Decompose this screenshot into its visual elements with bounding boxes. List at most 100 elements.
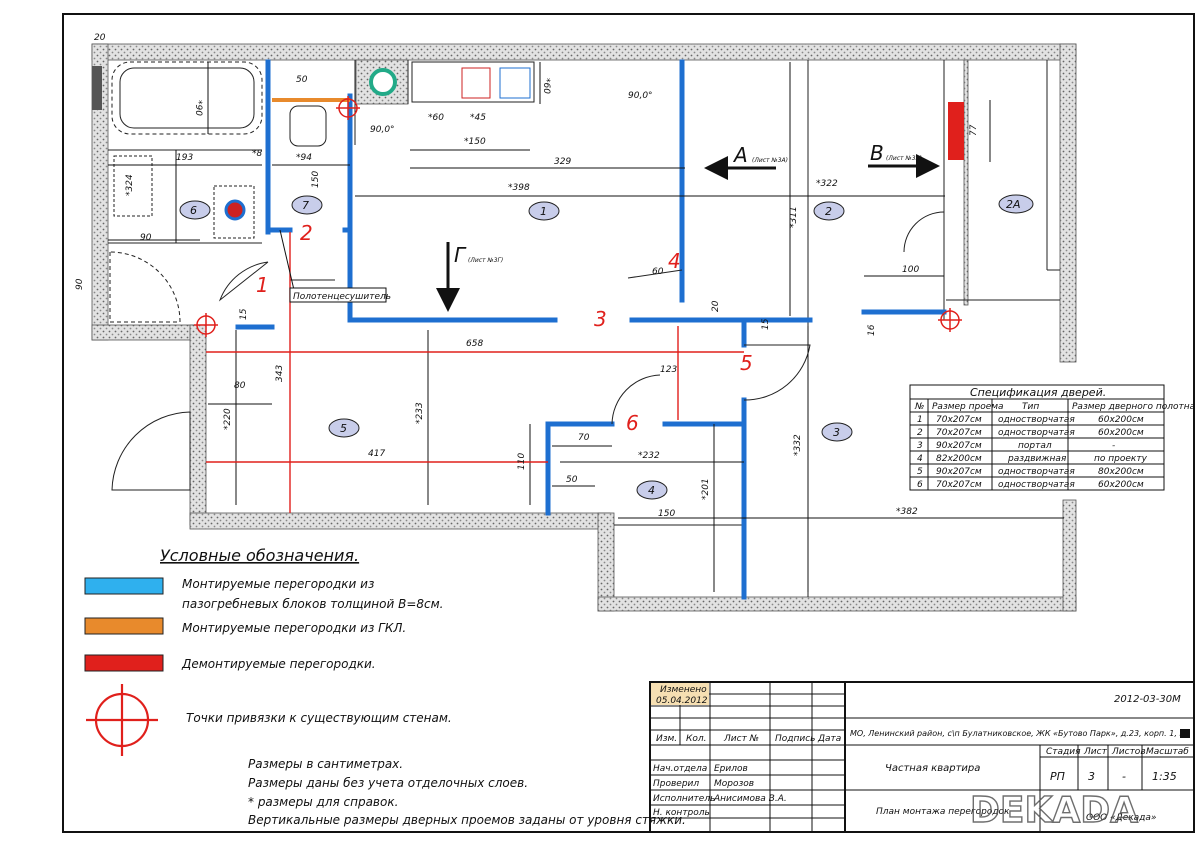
door-2-label: 2 [300,221,313,245]
door-4-label: 4 [668,249,681,273]
role-4: Н. контроль [653,808,710,818]
role-2-name: Морозов [714,779,754,789]
spec-h-size: Размер проема [932,402,1004,412]
title-block [649,681,1195,833]
dim-658: 658 [466,339,483,349]
dim-60a: *60 [428,113,444,123]
door-6-label: 6 [626,411,639,435]
toilet [289,105,327,147]
spec-r3-3: - [1112,441,1115,451]
dim-45: *45 [470,113,486,123]
changed-date: 05.04.2012 [656,696,708,706]
sink-bath [113,155,153,217]
section-b-sub: (Лист №3Б) [886,155,922,162]
yin-yang-icon [224,199,246,221]
spec-r6-0: 6 [917,480,923,490]
dim-15: 15 [239,308,249,320]
address-redaction [1180,729,1190,738]
role-1-name: Ерилов [714,764,748,774]
dim-50a: 50 [296,75,308,85]
spec-r3-2: портал [1018,441,1052,451]
address: МО, Ленинский район, с\п Булатниковское,… [850,729,1189,738]
door-1-label: 1 [256,273,269,297]
dim-343: 343 [275,365,285,382]
dim-382: *382 [896,507,918,517]
drawing-code: 2012-03-30М [1114,694,1181,705]
sheet-frame [62,13,1195,833]
legend-points-text: Точки привязки к существующим стенам. [186,711,452,725]
dim-16: 16 [867,324,877,336]
section-g-label: Г [454,243,467,267]
stage-header: Стадия [1046,747,1081,757]
role-3-name: Анисимова В.А. [713,794,787,804]
spec-r5-0: 5 [917,467,923,477]
col-date: Дата [817,734,841,744]
col-list: Лист № [723,734,759,744]
role-1: Нач.отдела [653,764,707,774]
dim-50b: 50 [566,475,578,485]
dim-201: *201 [701,478,711,500]
dim-94: *94 [296,153,312,163]
spec-r6-2: одностворчатая [998,480,1075,490]
dim-20: 20 [94,33,106,43]
legend-orange-text: Монтируемые перегородки из ГКЛ. [182,621,406,635]
legend-anchor-symbol [86,684,158,756]
room-3-number: 3 [833,426,840,439]
dim-232: *232 [638,451,660,461]
door-spec-table [909,384,1165,491]
spec-r2-2: одностворчатая [998,428,1075,438]
role-3: Исполнитель [653,794,715,804]
dim-90a: *90 [193,100,203,116]
list-value: 3 [1088,770,1095,783]
radiator-bath [92,66,102,110]
spec-r6-3: 60x200см [1098,480,1144,490]
dim-110: 110 [517,453,527,470]
dim-80: 80 [234,381,246,391]
legend-title: Условные обозначения. [160,546,359,565]
section-b-label: B [870,141,884,165]
door-5-label: 5 [740,351,753,375]
spec-r1-2: одностворчатая [998,415,1075,425]
towel-warmer-box [289,287,387,303]
dimension-lines [108,62,1064,592]
col-kol: Кол. [686,734,707,744]
stage-value: РП [1050,770,1065,783]
room-6-number: 6 [190,204,197,217]
note-3: * размеры для справок. [248,795,398,809]
legend-red-text: Демонтируемые перегородки. [181,657,376,671]
section-a-sub: (Лист №3А) [752,157,788,164]
dim-150a: 150 [311,171,321,188]
exterior-walls [91,43,1077,612]
dim-311: *311 [789,206,799,228]
spec-r4-2: раздвижная [1007,454,1067,464]
dim-90c: 90 [75,278,85,290]
room-markers [179,194,1034,500]
anchor-points [194,96,962,337]
note-4: Вертикальные размеры дверных проемов зад… [248,813,686,827]
room-4-number: 4 [648,484,655,497]
list-header: Лист [1083,747,1108,757]
legend-swatch-red [84,654,164,672]
scale-value: 1:35 [1152,770,1177,783]
spec-r1-3: 60x200см [1098,415,1144,425]
towel-warmer-leader [279,229,295,291]
bathtub [111,61,263,135]
note-2: Размеры даны без учета отделочных слоев. [248,776,528,790]
room-7-number: 7 [302,199,309,212]
dim-15b: 15 [761,318,771,330]
dim-220: *220 [223,408,233,430]
spec-r5-1: 90x207см [936,467,982,477]
spec-r3-1: 90x207см [936,441,982,451]
spec-r4-0: 4 [917,454,923,464]
legend-swatch-orange [84,617,164,635]
dim-90deg: 90,0° [628,91,653,101]
dim-322: *322 [816,179,838,189]
kitchen-counter [411,61,535,103]
scale-header: Масштаб [1146,747,1189,757]
towel-warmer-label: Полотенцесушитель [293,292,391,302]
note-1: Размеры в сантиметрах. [248,757,403,771]
dim-193: 193 [176,153,193,163]
legend-blue-line2: пазогребневых блоков толщиной B=8см. [182,597,444,611]
dishwasher-icon [499,67,531,99]
